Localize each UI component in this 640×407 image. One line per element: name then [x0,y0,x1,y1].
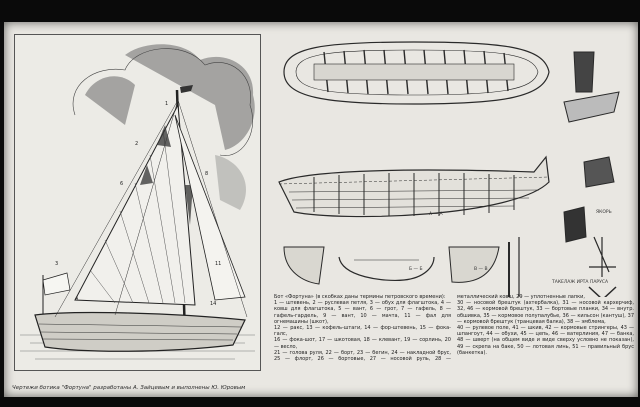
svg-text:1: 1 [165,101,168,107]
drawing-board: 1 2 6 8 11 3 4 14 Чертежи ботика "Фортуна" ра… [4,22,638,397]
legend-line: 30 — носовой брештук (ахтербалка), 31 — … [457,300,634,325]
rigging [54,99,248,318]
sail-seams [89,129,186,304]
callout-numbers: 1 2 6 8 11 3 4 14 [55,101,221,307]
hull-plans [278,41,620,297]
detail-drawings [563,51,620,297]
section-vv-label: В — В [474,267,488,272]
svg-text:4: 4 [75,296,78,302]
svg-text:14: 14 [210,301,216,307]
masthead-pennant [180,85,193,93]
legend-line: 40 — рулевое поле, 41 — шкив, 42 — кормо… [457,325,634,356]
stern-flag [42,272,71,296]
svg-text:3: 3 [55,261,58,267]
svg-text:11: 11 [215,261,221,267]
technical-drawings [264,32,634,382]
legend-line: 21 — голова руля, 22 — борт, 23 — бегин,… [274,294,585,363]
rigging-detail-label: ТАКЕЛАЖ ИРТА ПАРУСА [552,280,609,285]
sail-shadow [140,125,193,225]
cloud-shading [85,44,255,210]
section-bb-label: Б — Б [409,267,423,272]
anchor-label: ЯКОРЬ [596,210,612,215]
mainsail [74,103,196,306]
jib-sail [174,114,246,301]
cross-sections [283,237,520,297]
legend-line: Бот «Фортуна» (в скобках даны термины пе… [274,294,446,300]
figure-caption: Чертежи ботика "Фортуна" разработаны А. … [12,385,246,391]
parts-legend: Бот «Фортуна» (в скобках даны термины пе… [274,294,634,392]
bottom-dark-border [0,397,640,407]
section-aa-label: А — А [429,212,443,217]
sailboat-drawing: 1 2 6 8 11 3 4 14 [20,44,255,360]
profile-view [278,155,550,218]
plan-view [283,41,550,105]
svg-text:6: 6 [120,181,123,187]
legend-line: 12 — ракс, 13 — кофель-штаги, 14 — фор-ш… [274,325,451,338]
top-dark-border [0,0,640,22]
legend-line: 1 — штевень, 2 — руслевая петля, 3 — обу… [274,300,451,325]
legend-line: 16 — фока-шот, 17 — шкотовая, 18 — клева… [274,337,451,350]
sailboat-illustration: 1 2 6 8 11 3 4 14 [14,34,261,371]
svg-text:2: 2 [135,141,138,147]
svg-text:8: 8 [205,171,208,177]
hull [34,311,246,352]
